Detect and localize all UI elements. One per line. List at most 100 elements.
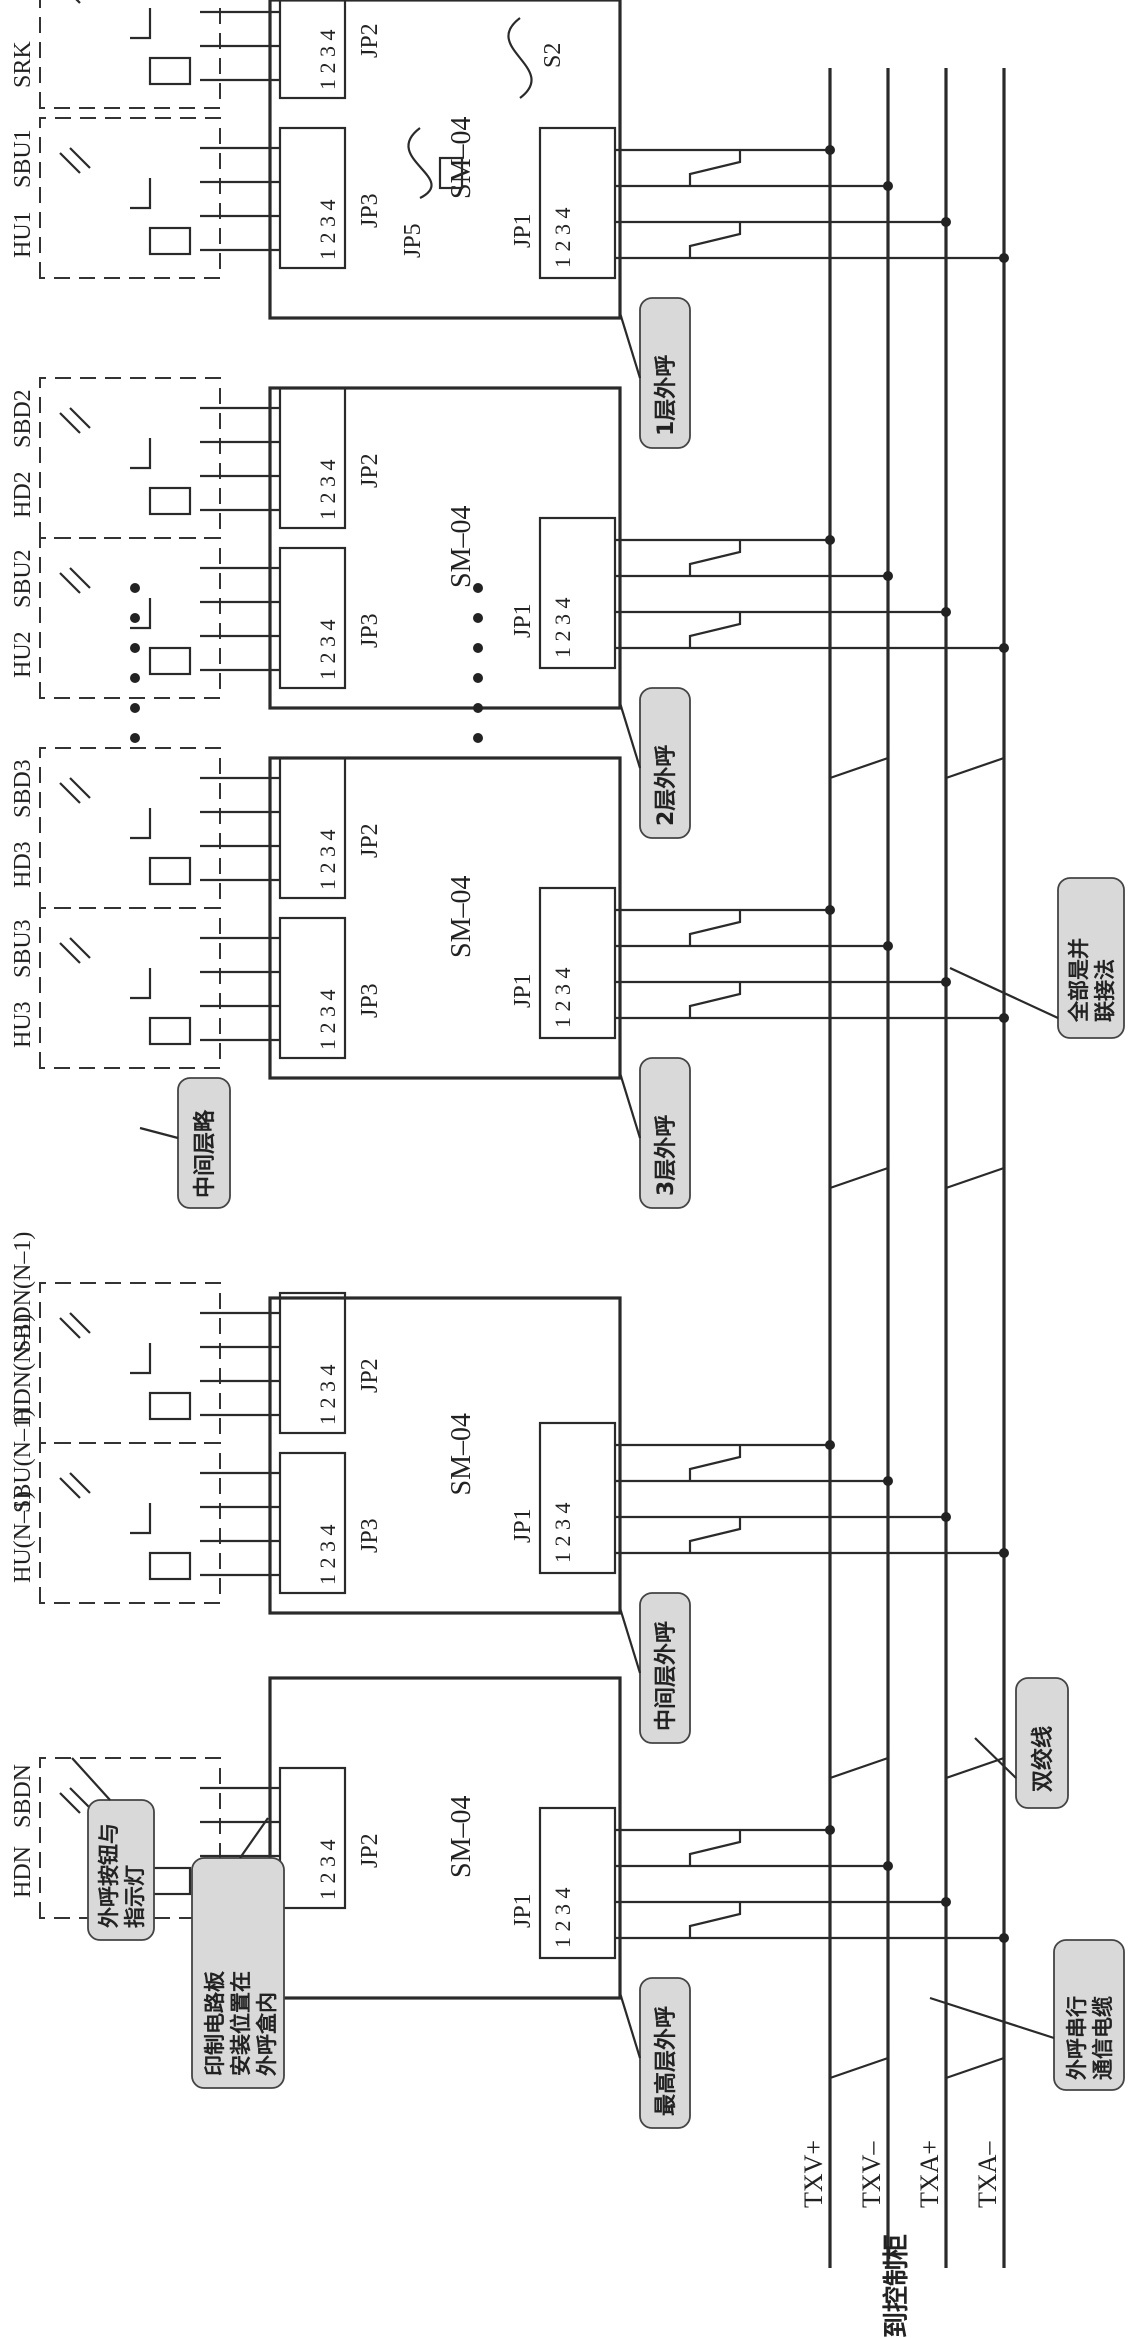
callout-serial-cable: 外呼串行 通信电缆 [929, 1939, 1125, 2091]
device-label: SBD2 [10, 389, 36, 448]
omitted-dots-left [130, 583, 140, 743]
module-name: SM–04 [446, 1796, 477, 1878]
module-name: SM–04 [446, 1413, 477, 1495]
module-name: SM–04 [446, 506, 477, 588]
device-box [39, 0, 221, 109]
svg-text:中间层略: 中间层略 [192, 1109, 218, 1198]
svg-text:指示灯: 指示灯 [123, 1865, 147, 1928]
jp1-label: JP1 [510, 1893, 536, 1928]
callout-pcb-location: 印制电路板 安装位置在 外呼盒内 [191, 1817, 285, 2089]
device-label: SBD3 [10, 759, 36, 818]
omitted-dots-center [473, 583, 483, 743]
jp2-label: JP2 [357, 823, 383, 858]
twist-mark [828, 2038, 890, 2098]
module-box [268, 0, 622, 320]
callout-floor-1: 1层外呼 [618, 297, 691, 449]
jp2-pins: 1 2 3 4 [315, 460, 340, 521]
svg-text:双绞线: 双绞线 [1030, 1726, 1056, 1792]
device-box [39, 377, 221, 539]
jp2-label: JP2 [357, 1833, 383, 1868]
s2-label: S2 [540, 43, 566, 68]
jp1-pins: 1 2 3 4 [550, 968, 575, 1029]
jp3-pins: 1 2 3 4 [315, 990, 340, 1051]
svg-text:印制电路板: 印制电路板 [203, 1970, 227, 2076]
device-label: HDN(N–1) [10, 1314, 36, 1423]
device-label: SBDN [10, 1764, 36, 1828]
jp5-label: JP5 [400, 223, 426, 258]
svg-text:外呼盒内: 外呼盒内 [255, 1992, 279, 2076]
device-label: SBU2 [10, 549, 36, 608]
device-label: SBU3 [10, 919, 36, 978]
jp1-label: JP1 [510, 973, 536, 1008]
floor-callout-text: 中间层外呼 [653, 1621, 679, 1731]
bus-destination-label: 到控制柜 [882, 2234, 912, 2338]
jp2-pins: 1 2 3 4 [315, 830, 340, 891]
device-label: SBU1 [10, 129, 36, 188]
jp2-label: JP2 [357, 453, 383, 488]
jp3-pins: 1 2 3 4 [315, 620, 340, 681]
twist-mark [944, 738, 1006, 798]
module-box [268, 1296, 622, 1615]
bus-twist-marks [828, 738, 1006, 2098]
jp2-label: JP2 [357, 1358, 383, 1393]
device-box [39, 1282, 221, 1444]
jp1-pins: 1 2 3 4 [550, 208, 575, 269]
jp1-pins: 1 2 3 4 [550, 598, 575, 659]
device-label: SBDN(N–1) [10, 1232, 36, 1353]
device-label: SRK [10, 41, 36, 88]
floor-callout-text: 3层外呼 [653, 1115, 679, 1196]
callout-twisted-pair: 双绞线 [974, 1677, 1069, 1809]
bus-label-txa-minus: TXA– [973, 2141, 1002, 2208]
jp1-label: JP1 [510, 1508, 536, 1543]
device-box [39, 1442, 221, 1604]
jp3-label: JP3 [357, 613, 383, 648]
device-label: HU1 [10, 211, 36, 258]
module-name: SM–04 [446, 876, 477, 958]
device-label: HD3 [10, 841, 36, 888]
twist-mark [944, 1148, 1006, 1208]
callout-floor-4: 中间层外呼 [618, 1592, 691, 1744]
floor-callout-text: 1层外呼 [653, 355, 679, 436]
twist-mark [828, 738, 890, 798]
svg-text:外呼按钮与: 外呼按钮与 [97, 1823, 121, 1928]
svg-text:全部是并: 全部是并 [1067, 938, 1091, 1023]
device-label: HU(N–1) [10, 1491, 36, 1583]
twist-mark [828, 1148, 890, 1208]
jp1-label: JP1 [510, 603, 536, 638]
svg-text:安装位置在: 安装位置在 [229, 1971, 253, 2076]
jp3-pins: 1 2 3 4 [315, 1525, 340, 1586]
jp2-label: JP2 [357, 23, 383, 58]
module-box [268, 1676, 622, 2000]
floor-callout-text: 2层外呼 [653, 745, 679, 826]
device-box [39, 117, 221, 279]
device-label: HDN [10, 1846, 36, 1898]
callout-button-light: 外呼按钮与 指示灯 [71, 1757, 155, 1941]
device-label: SBU(N–1) [10, 1409, 36, 1513]
jp1-pins: 1 2 3 4 [550, 1888, 575, 1949]
device-box [39, 907, 221, 1069]
jp2-pins: 1 2 3 4 [315, 1840, 340, 1901]
svg-text:外呼串行: 外呼串行 [1065, 1996, 1089, 2080]
jp1-pins: 1 2 3 4 [550, 1503, 575, 1564]
jp1-label: JP1 [510, 213, 536, 248]
twist-mark [944, 2038, 1006, 2098]
jp3-label: JP3 [357, 193, 383, 228]
bus-label-txv-minus: TXV– [857, 2141, 886, 2208]
device-box [39, 747, 221, 909]
device-label: HU2 [10, 631, 36, 678]
jp3-pins: 1 2 3 4 [315, 200, 340, 261]
callout-all-parallel: 全部是并 联接法 [949, 877, 1125, 1039]
device-label: HD2 [10, 471, 36, 518]
callout-floor-2: 2层外呼 [618, 687, 691, 839]
jp3-label: JP3 [357, 1518, 383, 1553]
jp2-pins: 1 2 3 4 [315, 30, 340, 91]
callout-floor-5: 最高层外呼 [618, 1977, 691, 2129]
